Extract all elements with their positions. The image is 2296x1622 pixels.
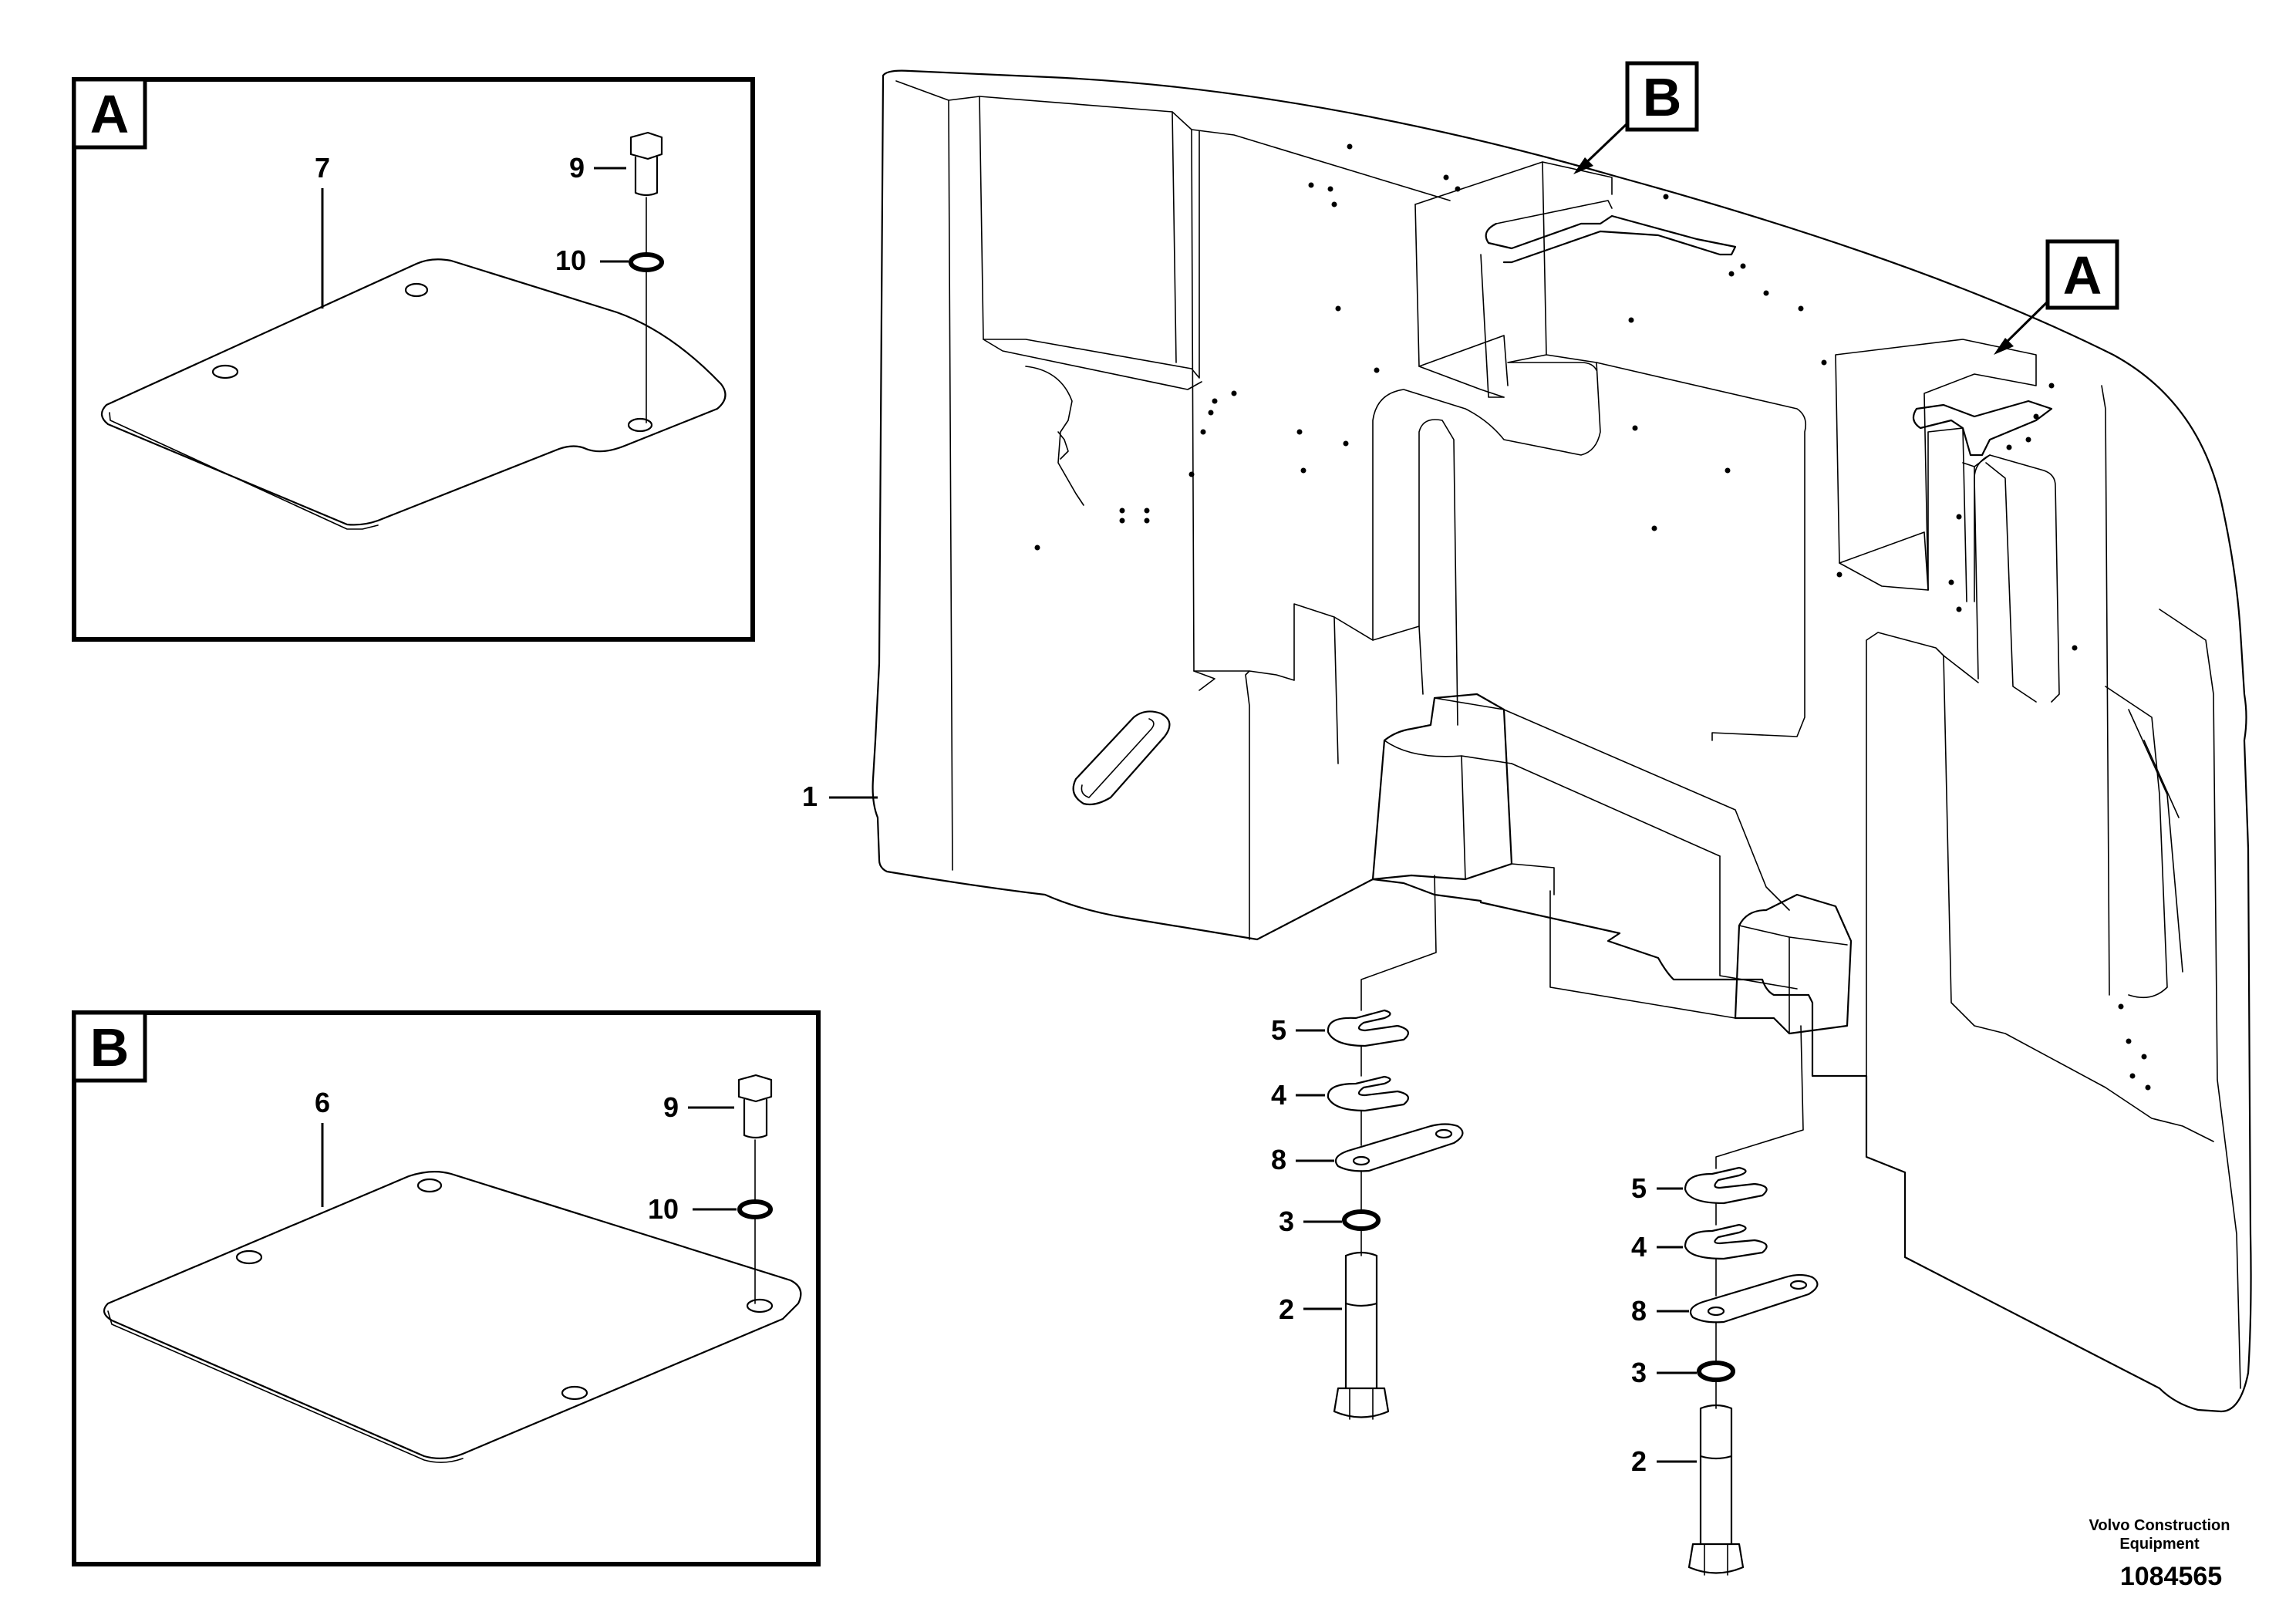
detail-b-letter: B	[90, 1017, 130, 1077]
bolt-2-right	[1687, 1404, 1745, 1574]
bolt-holes	[1034, 143, 2151, 1091]
detail-b-tag	[72, 1010, 147, 1083]
detail-a-panel: A 7 9 10	[72, 77, 755, 642]
detail-a-letter: A	[90, 84, 130, 144]
plate-6-hole	[561, 1385, 588, 1401]
shim-5-left	[1327, 1009, 1409, 1047]
brand-line-2: Equipment	[2119, 1536, 2200, 1553]
callout-a-letter: A	[2063, 245, 2102, 305]
bolt-9-b	[737, 1074, 773, 1139]
fastener-stack-left: 5 4 8 3 2	[1271, 875, 1464, 1420]
label-9-b: 9	[663, 1091, 679, 1123]
shim-4-right	[1684, 1223, 1768, 1260]
washer-3-left	[1342, 1209, 1381, 1231]
bolt-9-a	[629, 131, 663, 197]
label-6: 6	[315, 1087, 330, 1118]
detail-b-panel: B 6 9 10	[72, 1010, 821, 1566]
detail-a-tag	[72, 77, 147, 150]
plate-6-hole	[746, 1298, 774, 1313]
label-10-a: 10	[555, 244, 586, 276]
counterweight-assembly: B A 1	[802, 61, 2252, 1413]
callout-a-tag	[2045, 239, 2119, 310]
mount-block-right	[1734, 893, 1853, 1035]
callout-b-letter: B	[1643, 67, 1682, 127]
label-5-left: 5	[1271, 1014, 1286, 1046]
document-number: 1084565	[2120, 1562, 2222, 1591]
label-2-right: 2	[1631, 1445, 1647, 1477]
label-7: 7	[315, 152, 330, 184]
plate-7-hole	[404, 282, 429, 298]
callout-b-tag	[1625, 61, 1699, 132]
label-9-a: 9	[569, 152, 585, 184]
washer-3-right	[1697, 1361, 1735, 1382]
cover-plate-7	[100, 258, 727, 526]
label-10-b: 10	[648, 1193, 679, 1225]
shim-5-right	[1684, 1166, 1768, 1205]
shim-4-left	[1327, 1075, 1409, 1112]
bolt-2-left	[1333, 1251, 1390, 1418]
label-1: 1	[802, 781, 818, 812]
washer-10-a	[629, 252, 664, 272]
plate-8-right	[1689, 1273, 1819, 1324]
label-2-left: 2	[1279, 1293, 1294, 1325]
label-8-left: 8	[1271, 1144, 1286, 1175]
plate-8-left	[1334, 1123, 1464, 1172]
label-4-left: 4	[1271, 1079, 1286, 1111]
brand-line-1: Volvo Construction	[2089, 1517, 2230, 1534]
brand-block: Volvo Construction Equipment 1084565	[2089, 1517, 2230, 1591]
washer-10-b	[737, 1199, 773, 1219]
fastener-stack-right: 5 4 8 3 2	[1631, 1025, 1819, 1576]
plate-7-hole	[627, 417, 653, 433]
label-5-right: 5	[1631, 1172, 1647, 1204]
cover-plate-6	[103, 1171, 802, 1459]
callout-a-arrowhead	[1994, 338, 2014, 355]
label-3-right: 3	[1631, 1357, 1647, 1388]
detail-b-frame	[72, 1010, 821, 1566]
callout-b-arrowhead	[1573, 157, 1593, 174]
label-8-right: 8	[1631, 1295, 1647, 1327]
pin-b	[1485, 214, 1737, 264]
mount-block-left	[1371, 693, 1513, 881]
label-4-right: 4	[1631, 1231, 1647, 1263]
counterweight-body	[872, 69, 2252, 1413]
plate-7-hole	[211, 364, 239, 379]
detail-a-frame	[72, 77, 755, 642]
plate-6-hole	[235, 1249, 263, 1265]
plate-6-hole	[416, 1178, 443, 1193]
lifting-slot	[1072, 710, 1171, 806]
label-3-left: 3	[1279, 1206, 1294, 1237]
pin-a	[1912, 400, 2053, 457]
